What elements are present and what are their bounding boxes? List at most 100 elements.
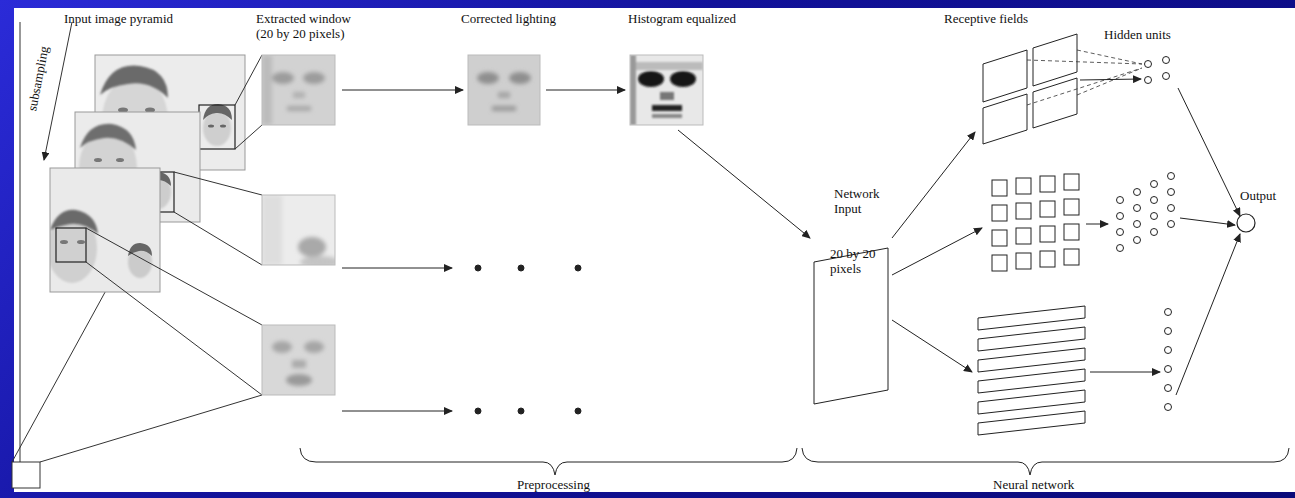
receptive-field (978, 327, 1085, 351)
projection-line (174, 172, 262, 195)
equalized-window (630, 55, 703, 125)
hidden-unit (1168, 189, 1175, 196)
receptive-field (1064, 199, 1079, 215)
equalized-window (630, 55, 703, 125)
photo (77, 240, 85, 244)
ellipsis-dots (575, 408, 581, 414)
extracted-window (262, 195, 335, 265)
corrected-window (468, 55, 540, 125)
process-arrow (342, 90, 810, 411)
hidden-unit (1145, 57, 1170, 84)
hidden-unit (1151, 229, 1158, 236)
corrected-window (477, 72, 531, 111)
photo (203, 104, 232, 120)
extracted-window (298, 237, 326, 257)
hidden-unit (1117, 173, 1175, 252)
text-label: Input image pyramid (64, 11, 173, 26)
hidden-unit (1168, 173, 1175, 180)
extracted-window (262, 195, 335, 265)
receptive-field (992, 230, 1007, 246)
extracted-window (286, 374, 312, 386)
output-arrow (1178, 88, 1240, 216)
receptive-field (992, 180, 1007, 196)
window-frame (262, 195, 335, 265)
receptive-field (978, 411, 1085, 435)
node-body: 20 by 20 pixels (812, 246, 890, 406)
photo (60, 240, 68, 244)
text-label: Hidden units (1104, 27, 1171, 42)
photo (116, 158, 124, 162)
unit-circle (1237, 214, 1255, 232)
receptive-field (1033, 34, 1077, 86)
projection-line (86, 228, 262, 325)
hidden-unit (1145, 77, 1152, 84)
hidden-unit (1168, 221, 1175, 228)
window-frame (630, 55, 703, 125)
unit-circle (1234, 211, 1258, 235)
hidden-unit (1134, 205, 1141, 212)
photo (220, 125, 226, 128)
hidden-unit (1117, 245, 1124, 252)
output-arrow (1176, 88, 1240, 395)
equalized-window (660, 92, 674, 100)
text-label: Receptive fields (944, 11, 1028, 26)
ellipsis-dots (475, 265, 581, 414)
input-line (892, 132, 975, 238)
text-label: subsampling (24, 44, 51, 111)
hidden-unit (1168, 205, 1175, 212)
connection-arrow (1086, 224, 1108, 225)
receptive-field (1016, 228, 1031, 244)
hidden-unit (1165, 347, 1172, 354)
projection-line (235, 55, 262, 105)
hidden-unit (1117, 197, 1124, 204)
photo-frame (50, 168, 160, 292)
ellipsis-dots (575, 265, 581, 271)
window-frame (262, 55, 335, 125)
connection-line (1077, 68, 1142, 95)
receptive-field (1040, 226, 1055, 242)
extracted-window (272, 341, 292, 353)
hidden-unit (1165, 366, 1172, 373)
pyramid-axis (20, 22, 21, 462)
corrected-window (477, 72, 499, 84)
equalized-window (630, 55, 703, 125)
corrected-window (498, 92, 510, 98)
text-label: Neural network (993, 477, 1074, 492)
ellipsis-dots (475, 408, 481, 414)
process-arrow (342, 90, 463, 91)
hidden-unit (1134, 237, 1141, 244)
extracted-window (272, 72, 294, 84)
projection-line (86, 55, 262, 395)
photo (50, 168, 160, 292)
receptive-field (978, 390, 1085, 414)
receptive-field (1016, 178, 1031, 194)
connection-line (1077, 50, 1142, 64)
extracted-window (272, 341, 324, 386)
projection-line (174, 212, 262, 265)
receptive-field (1016, 203, 1031, 219)
pyramid-axis (12, 22, 262, 488)
text-label: Extracted window (20 by 20 pixels) (256, 11, 360, 41)
node-label: Output (1240, 188, 1286, 203)
node-body (1234, 211, 1286, 235)
receptive-field (983, 50, 1027, 102)
search-window (56, 228, 86, 262)
window-frame (262, 55, 703, 395)
hidden-unit (1134, 189, 1141, 196)
receptive-field (992, 174, 1079, 271)
connection-arrow (1080, 79, 1141, 80)
receptive-field (1064, 224, 1079, 240)
hidden-unit (1151, 197, 1158, 204)
search-window (199, 105, 235, 149)
photo (94, 158, 102, 162)
input-line (892, 228, 982, 275)
connection-line (1027, 50, 1142, 105)
output-arrow (1180, 218, 1235, 225)
corrected-window (468, 55, 540, 125)
equalized-window (630, 55, 636, 125)
photo (208, 125, 214, 128)
hidden-unit (1165, 309, 1172, 316)
receptive-field (978, 369, 1085, 393)
